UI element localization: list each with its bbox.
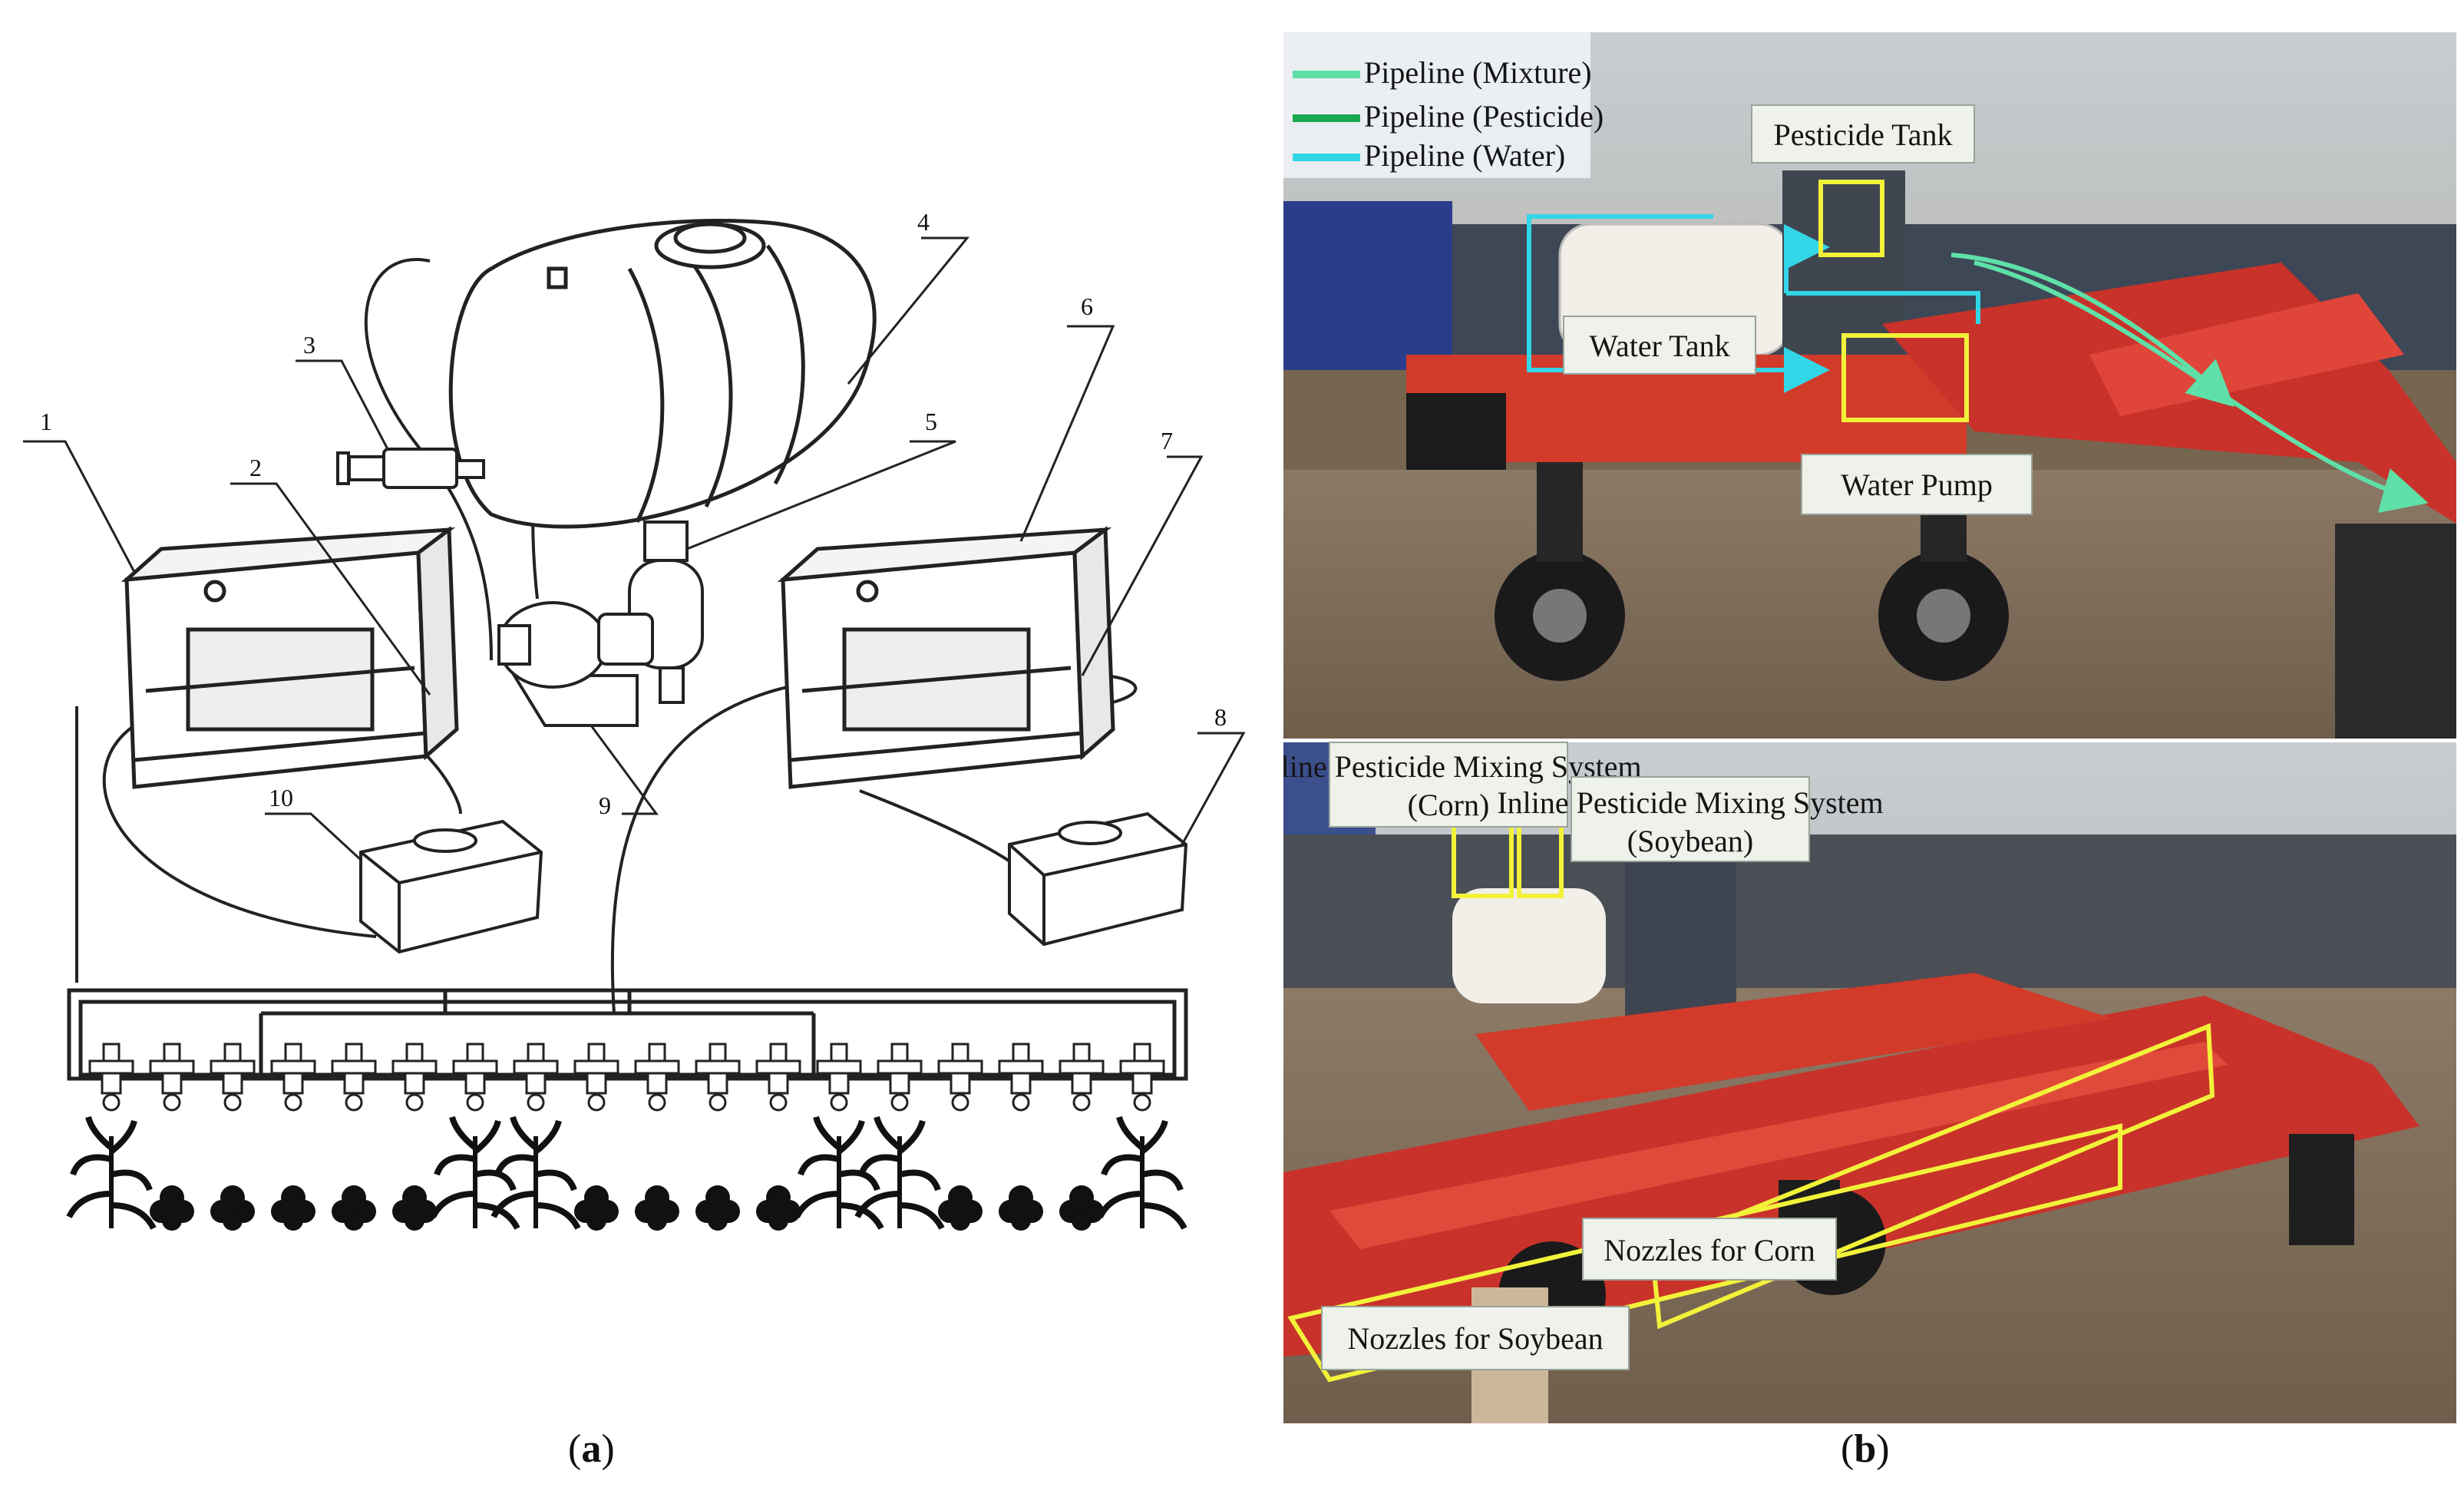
nozzle xyxy=(331,1043,377,1112)
caption-b-letter: b xyxy=(1854,1427,1877,1471)
label-mixing-corn-2: (Corn) xyxy=(1408,788,1490,822)
boom-pipes xyxy=(67,988,1188,1081)
legend-pesticide: Pipeline (Pesticide) xyxy=(1364,99,1604,134)
callout-10: 10 xyxy=(269,784,293,811)
nozzle xyxy=(573,1043,619,1112)
mixing-frame-left xyxy=(121,526,459,789)
label-pesticide-tank: Pesticide Tank xyxy=(1773,117,1952,152)
mixing-frame-right xyxy=(777,526,1115,789)
label-mixing-soy-1: Inline Pesticide Mixing System xyxy=(1497,785,1883,820)
soybean-plant-icon xyxy=(392,1185,437,1231)
caption-a-letter: a xyxy=(581,1427,602,1471)
nozzle xyxy=(452,1043,498,1112)
nozzle xyxy=(1119,1043,1165,1112)
callout-6: 6 xyxy=(1081,292,1093,320)
legend-mixture: Pipeline (Mixture) xyxy=(1364,55,1592,90)
legend-water: Pipeline (Water) xyxy=(1364,138,1565,173)
nozzle xyxy=(1059,1043,1105,1112)
nozzle xyxy=(270,1043,316,1112)
callout-3: 3 xyxy=(303,331,315,359)
soybean-plant-icon xyxy=(635,1185,679,1231)
caption-a-open: ( xyxy=(568,1427,582,1471)
label-mixing-soy-2: (Soybean) xyxy=(1627,824,1753,858)
callout-8: 8 xyxy=(1214,703,1227,731)
label-nozzles-corn: Nozzles for Corn xyxy=(1604,1233,1815,1267)
callout-5: 5 xyxy=(925,408,937,435)
nozzle xyxy=(937,1043,983,1112)
soybean-plant-icon xyxy=(756,1185,801,1231)
callout-leaders xyxy=(23,236,1246,861)
nozzle xyxy=(695,1043,741,1112)
nozzle xyxy=(634,1043,680,1112)
pump-drawing xyxy=(497,601,654,727)
photo-bottom-boom: Inline Pesticide Mixing System (Corn) In… xyxy=(1255,742,2456,1423)
plant-row xyxy=(66,1115,1187,1231)
nozzle xyxy=(149,1043,195,1112)
panel-a-system-diagram: 1 2 3 4 5 6 7 8 9 10 xyxy=(23,208,1246,1231)
corn-plant-icon xyxy=(1097,1115,1187,1230)
nozzle xyxy=(998,1043,1044,1112)
caption-b-open: ( xyxy=(1841,1427,1855,1471)
soybean-plant-icon xyxy=(938,1185,983,1231)
callout-9: 9 xyxy=(599,792,611,819)
panel-b-field-photos: Pipeline (Mixture) Pipeline (Pesticide) … xyxy=(1255,32,2456,1423)
field-photo-composite: Pipeline (Mixture) Pipeline (Pesticide) … xyxy=(1255,32,2456,1423)
soybean-plant-icon xyxy=(574,1185,619,1231)
caption-a: (a) xyxy=(568,1426,615,1472)
callout-4: 4 xyxy=(917,208,930,236)
corn-plant-icon xyxy=(66,1115,157,1230)
caption-a-close: ) xyxy=(601,1427,615,1471)
corn-plant-icon xyxy=(854,1115,945,1230)
soybean-plant-icon xyxy=(1059,1185,1104,1231)
soybean-plant-icon xyxy=(332,1185,376,1231)
system-schematic: 1 2 3 4 5 6 7 8 9 10 xyxy=(23,208,1246,1231)
label-water-tank: Water Tank xyxy=(1589,329,1729,363)
label-nozzles-soybean: Nozzles for Soybean xyxy=(1347,1321,1603,1356)
nozzle xyxy=(210,1043,256,1112)
label-water-pump: Water Pump xyxy=(1841,468,1993,502)
nozzle xyxy=(755,1043,801,1112)
photo-top-sprayer: Pipeline (Mixture) Pipeline (Pesticide) … xyxy=(1283,32,2456,739)
corn-plant-icon xyxy=(794,1115,884,1230)
nozzle xyxy=(391,1043,438,1112)
callout-1: 1 xyxy=(40,408,52,435)
corn-plant-icon xyxy=(490,1115,581,1230)
caption-b: (b) xyxy=(1841,1426,1890,1472)
corn-plant-icon xyxy=(430,1115,520,1230)
water-tank-drawing xyxy=(448,219,877,529)
valve-drawing xyxy=(336,448,485,489)
nozzle-row xyxy=(88,1043,1165,1112)
filter-drawing xyxy=(628,521,704,704)
soybean-plant-icon xyxy=(695,1185,740,1231)
nozzle xyxy=(88,1043,134,1112)
caption-b-close: ) xyxy=(1876,1427,1890,1471)
callout-7: 7 xyxy=(1161,427,1173,454)
nozzle xyxy=(513,1043,559,1112)
soybean-plant-icon xyxy=(150,1185,194,1231)
nozzle xyxy=(816,1043,862,1112)
soybean-plant-icon xyxy=(210,1185,255,1231)
pesticide-container-right xyxy=(1008,811,1188,947)
soybean-plant-icon xyxy=(999,1185,1043,1231)
pesticide-container-left xyxy=(359,819,543,954)
callout-2: 2 xyxy=(249,454,262,481)
soybean-plant-icon xyxy=(271,1185,315,1231)
nozzle xyxy=(877,1043,923,1112)
